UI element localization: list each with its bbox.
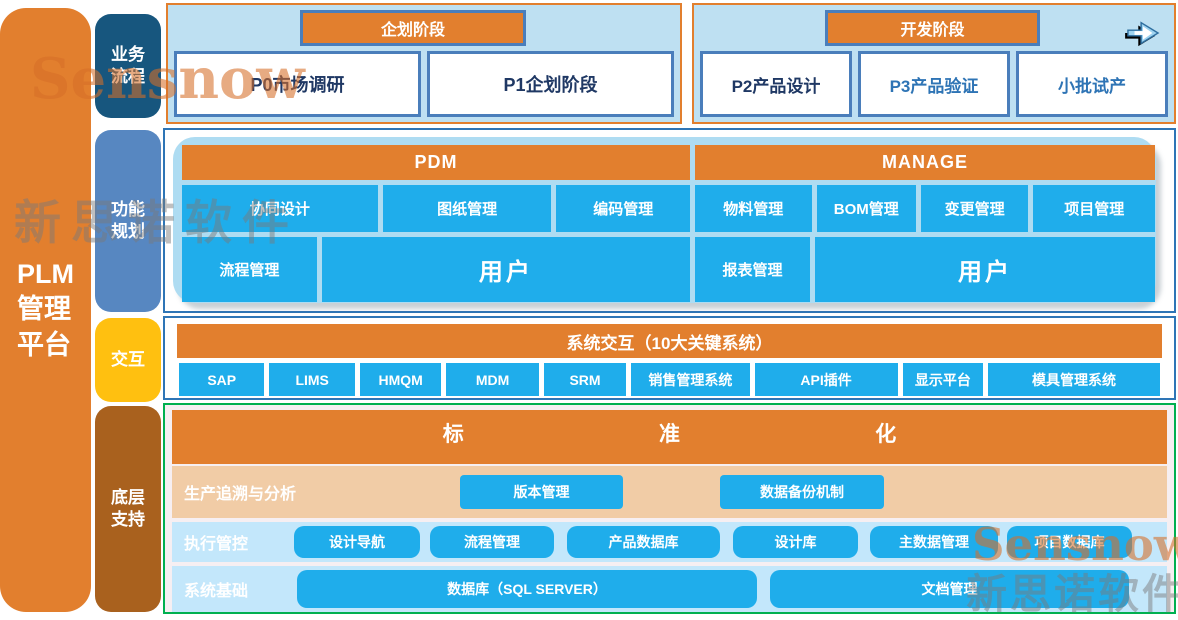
manage-box-change-management: 变更管理 (920, 185, 1029, 232)
manage-box-material-management: 物料管理 (695, 185, 812, 232)
pdm-box-coding-management: 编码管理 (556, 185, 690, 232)
system-interaction-header: 系统交互（10大关键系统） (177, 324, 1162, 358)
button-project-database: 项目数据库 (1007, 526, 1132, 558)
button-sql-server-database: 数据库（SQL SERVER） (297, 570, 757, 608)
manage-row-1: 物料管理 BOM管理 变更管理 项目管理 (695, 185, 1156, 232)
system-box-mold-management: 模具管理系统 (988, 363, 1160, 396)
button-process-management: 流程管理 (430, 526, 554, 558)
development-phase-row: P2产品设计 P3产品验证 小批试产 (700, 51, 1168, 117)
manage-box-users: 用户 (815, 237, 1155, 302)
trace-analysis-row: 生产追溯与分析 版本管理 数据备份机制 (172, 466, 1167, 518)
manage-module-column: MANAGE 物料管理 BOM管理 变更管理 项目管理 报表管理 用户 (695, 145, 1156, 302)
pdm-header: PDM (182, 145, 690, 180)
button-design-library: 设计库 (733, 526, 858, 558)
pdm-box-drawing-management: 图纸管理 (382, 185, 552, 232)
system-box-sap: SAP (179, 363, 265, 396)
pdm-row-1: 协同设计 图纸管理 编码管理 (182, 185, 690, 232)
phase-box-small-batch-trial: 小批试产 (1016, 51, 1168, 117)
standardization-header-text: 标准化 (442, 423, 1092, 446)
phase-box-p0-market-research: P0市场调研 (174, 51, 421, 117)
button-data-backup-mechanism: 数据备份机制 (720, 475, 884, 509)
standardization-header: 标准化 (172, 410, 1167, 464)
planning-phase-panel: 企划阶段 P0市场调研 P1企划阶段 (166, 3, 682, 124)
row-label-business-process: 业务 流程 (95, 14, 161, 118)
phase-box-p2-product-design: P2产品设计 (700, 51, 852, 117)
row-label-interaction: 交互 (95, 318, 161, 402)
pdm-box-collaborative-design: 协同设计 (182, 185, 378, 232)
function-planning-section: PDM 协同设计 图纸管理 编码管理 流程管理 用户 MANAGE 物料管理 B… (163, 128, 1176, 313)
execution-control-row: 执行管控 设计导航 流程管理 产品数据库 设计库 主数据管理 项目数据库 (172, 522, 1167, 562)
planning-phase-header: 企划阶段 (300, 10, 526, 46)
system-box-sales-management: 销售管理系统 (631, 363, 750, 396)
planning-phase-row: P0市场调研 P1企划阶段 (174, 51, 674, 117)
phase-box-p1-planning: P1企划阶段 (427, 51, 674, 117)
button-version-management: 版本管理 (460, 475, 623, 509)
development-phase-panel: 开发阶段 P2产品设计 P3产品验证 小批试产 (692, 3, 1176, 124)
system-box-srm: SRM (543, 363, 627, 396)
system-interaction-section: 系统交互（10大关键系统） SAP LIMS HMQM MDM SRM 销售管理… (163, 316, 1176, 400)
manage-header: MANAGE (695, 145, 1155, 180)
system-box-hmqm: HMQM (359, 363, 442, 396)
manage-box-report-management: 报表管理 (695, 237, 810, 302)
trace-analysis-label: 生产追溯与分析 (184, 486, 297, 503)
execution-control-label: 执行管控 (184, 536, 249, 553)
manage-box-project-management: 项目管理 (1033, 185, 1156, 232)
pdm-box-users: 用户 (321, 237, 690, 302)
system-foundation-label: 系统基础 (184, 583, 249, 600)
system-box-display-platform: 显示平台 (902, 363, 984, 396)
system-box-mdm: MDM (446, 363, 539, 396)
plm-platform-sidebar: PLM 管理 平台 (0, 8, 91, 612)
row-label-base-support: 底层 支持 (95, 406, 161, 612)
system-box-lims: LIMS (269, 363, 355, 396)
system-foundation-row: 系统基础 数据库（SQL SERVER） 文档管理 (172, 566, 1167, 612)
button-master-data-management: 主数据管理 (870, 526, 998, 558)
button-document-management: 文档管理 (770, 570, 1129, 608)
phase-box-p3-product-verification: P3产品验证 (858, 51, 1010, 117)
arrow-right-icon (1122, 17, 1164, 49)
row-label-function-planning: 功能 规划 (95, 130, 161, 312)
base-support-section: 标准化 生产追溯与分析 版本管理 数据备份机制 执行管控 设计导航 流程管理 产… (163, 403, 1176, 614)
pdm-row-2: 流程管理 用户 (182, 237, 690, 302)
development-phase-header: 开发阶段 (825, 10, 1040, 46)
system-interaction-row: SAP LIMS HMQM MDM SRM 销售管理系统 API插件 显示平台 … (179, 363, 1160, 396)
pdm-box-process-management: 流程管理 (182, 237, 317, 302)
manage-box-bom-management: BOM管理 (816, 185, 916, 232)
button-product-database: 产品数据库 (567, 526, 720, 558)
button-design-navigation: 设计导航 (294, 526, 420, 558)
pdm-module-column: PDM 协同设计 图纸管理 编码管理 流程管理 用户 (182, 145, 690, 302)
system-box-api-plugin: API插件 (754, 363, 898, 396)
manage-row-2: 报表管理 用户 (695, 237, 1155, 302)
